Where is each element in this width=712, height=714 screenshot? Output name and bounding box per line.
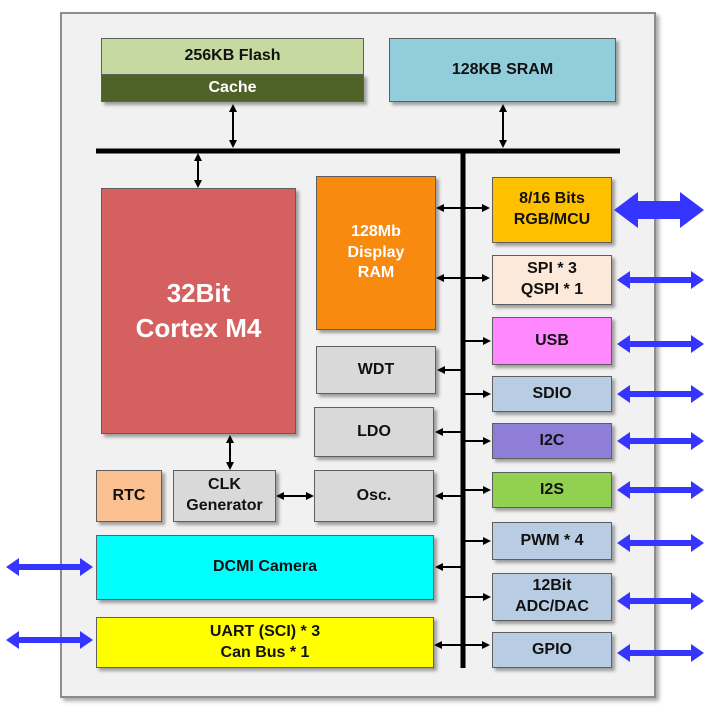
ldo-label: LDO [357,422,391,440]
spi-line-1: SPI * 3 [527,260,577,278]
i2s-io-arrow [617,481,704,499]
clk-line-2: Generator [186,497,263,514]
spi-block: SPI * 3 QSPI * 1 [492,255,612,305]
usb-label: USB [535,331,569,349]
pwm-io-arrow [617,534,704,552]
rgb-line-1: 8/16 Bits [519,190,585,208]
flash-block: 256KB Flash [101,38,364,74]
sdio-io-arrow [617,385,704,403]
rtc-label: RTC [112,486,146,504]
dcmi-label: DCMI Camera [212,558,318,576]
display-ram-line-1: 128Mb [351,222,401,240]
display-ram-line-2: Display [347,243,405,261]
clk-line-1: CLK [208,476,241,494]
i2c-io-arrow [617,432,704,450]
flash-label: 256KB Flash [184,47,281,65]
display-ram-line-3: RAM [357,264,395,282]
sdio-block: SDIO [492,376,612,412]
gpio-block: GPIO [492,632,612,668]
osc-block: Osc. [314,470,434,522]
osc-label: Osc. [356,486,392,504]
uart-block: UART (SCI) * 3 Can Bus * 1 [96,617,434,668]
i2c-block: I2C [492,423,612,459]
wdt-label: WDT [357,360,395,378]
adc-line-1: 12Bit [532,577,572,595]
ldo-block: LDO [314,407,434,457]
gpio-label: GPIO [531,640,572,658]
i2c-label: I2C [539,431,565,449]
uart-line-2: Can Bus * 1 [220,643,310,661]
clk-generator-block: CLK Generator [173,470,276,522]
i2s-block: I2S [492,472,612,508]
spi-io-arrow [617,271,704,289]
adc-line-2: ADC/DAC [515,598,589,615]
pwm-label: PWM * 4 [520,531,584,549]
rgb-mcu-block: 8/16 Bits RGB/MCU [492,177,612,243]
rgb-line-2: RGB/MCU [513,211,591,228]
cpu-line-2: Cortex M4 [135,313,262,343]
sdio-label: SDIO [532,384,572,402]
usb-io-arrow [617,335,704,353]
sram-label: 128KB SRAM [451,60,554,78]
cpu-block: 32Bit Cortex M4 [101,188,296,434]
cache-label: Cache [208,78,257,96]
cache-block: Cache [101,74,364,102]
adc-io-arrow [617,592,704,610]
i2s-label: I2S [539,480,564,498]
dcmi-camera-block: DCMI Camera [96,535,434,600]
wdt-block: WDT [316,346,436,394]
uart-io-arrow [6,631,93,649]
uart-line-1: UART (SCI) * 3 [209,622,321,640]
sram-block: 128KB SRAM [389,38,616,102]
adc-dac-block: 12Bit ADC/DAC [492,573,612,621]
gpio-io-arrow [617,644,704,662]
usb-block: USB [492,317,612,365]
dcmi-io-arrow [6,558,93,576]
rgb-io-arrow [614,192,704,228]
display-ram-block: 128Mb Display RAM [316,176,436,330]
rtc-block: RTC [96,470,162,522]
spi-line-2: QSPI * 1 [520,281,584,298]
pwm-block: PWM * 4 [492,522,612,560]
cpu-line-1: 32Bit [166,277,231,308]
